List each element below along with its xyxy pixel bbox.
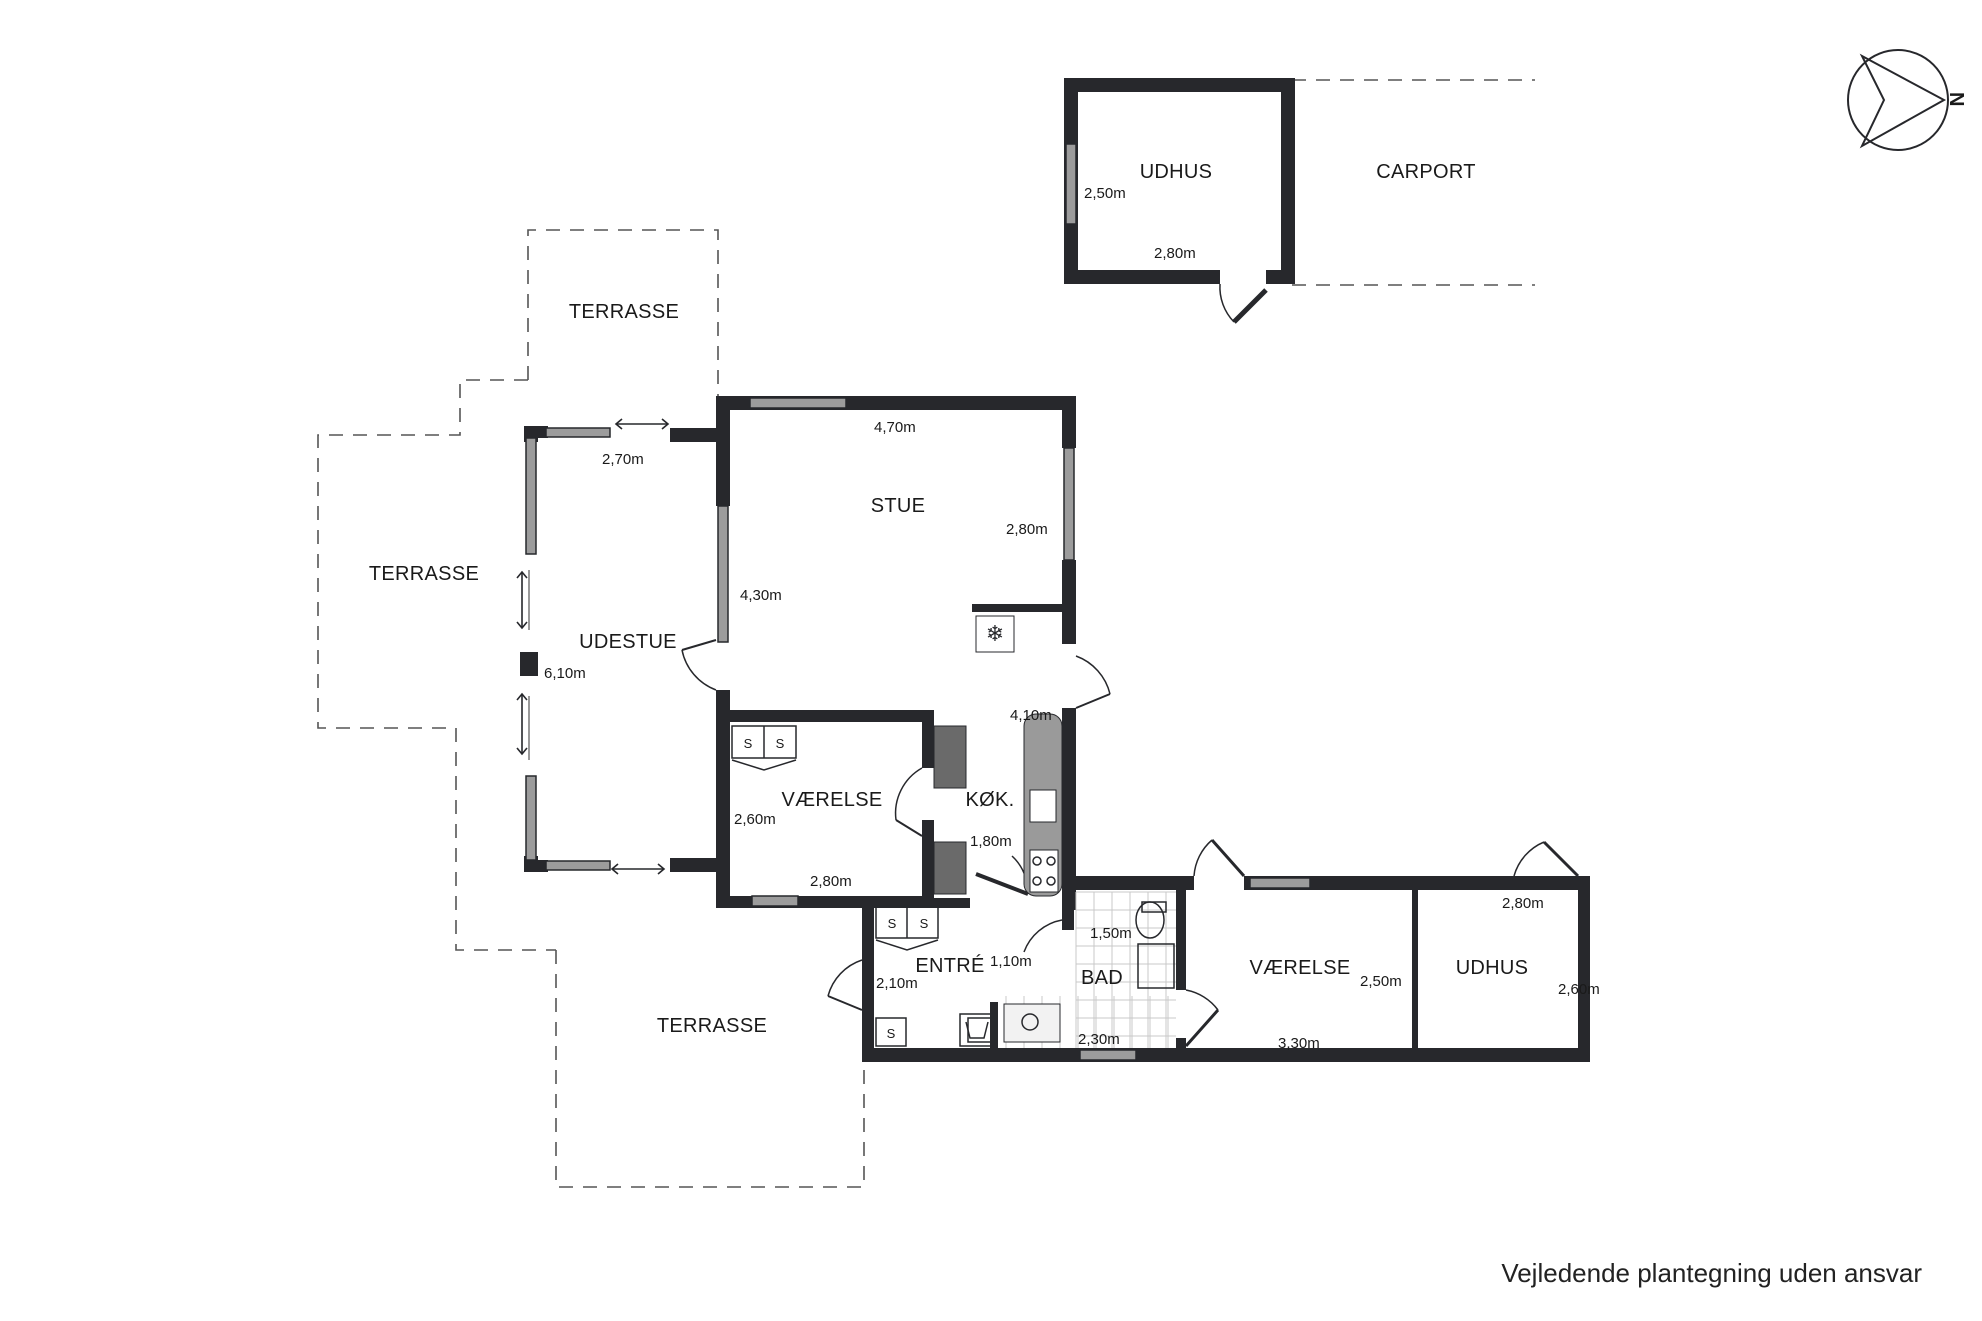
dimension-label: 4,10m: [1010, 707, 1052, 724]
dimension-label: 2,80m: [1006, 521, 1048, 538]
udestue-walls: [520, 426, 720, 872]
room-label-udhus-top: UDHUS: [1140, 161, 1213, 183]
dimension-label: 4,70m: [874, 419, 916, 436]
dimension-label: 3,30m: [1278, 1035, 1320, 1052]
dimension-label: 6,10m: [544, 665, 586, 682]
room-label-carport: CARPORT: [1376, 161, 1476, 183]
disclaimer-caption: Vejledende plantegning uden ansvar: [1501, 1258, 1922, 1288]
closet-label: S: [888, 916, 897, 931]
room-labels: UDHUS CARPORT TERRASSE TERRASSE UDESTUE …: [369, 161, 1528, 1037]
closet-label: S: [887, 1026, 896, 1041]
dimension-label: 2,30m: [1078, 1031, 1120, 1048]
room-label-terrasse-bottom: TERRASSE: [657, 1015, 767, 1037]
dimension-label: 2,60m: [1558, 981, 1600, 998]
dimension-label: 2,80m: [810, 873, 852, 890]
room-label-vaerelse-left: VÆRELSE: [781, 789, 882, 811]
room-label-terrasse-left: TERRASSE: [369, 563, 479, 585]
terrasse-left-outline: [317, 379, 556, 951]
doors: [681, 639, 1580, 1047]
dimension-label: 2,50m: [1360, 973, 1402, 990]
terrasse-bottom-outline: [555, 950, 865, 1188]
dimension-label: 2,80m: [1502, 895, 1544, 912]
dimension-label: 2,60m: [734, 811, 776, 828]
room-label-terrasse-top: TERRASSE: [569, 301, 679, 323]
closet-label: S: [776, 736, 785, 751]
closets: S S S S S: [731, 725, 995, 1047]
dimension-label: 4,30m: [740, 587, 782, 604]
freezer-icon: ❄: [986, 621, 1004, 646]
sliding-door-arrows: [516, 418, 670, 875]
room-label-bad: BAD: [1081, 967, 1123, 989]
main-house-walls: [716, 396, 1590, 1062]
room-label-vaerelse-right: VÆRELSE: [1249, 957, 1350, 979]
bathroom: [967, 891, 1176, 1048]
dimension-label: 2,10m: [876, 975, 918, 992]
closet-label: S: [744, 736, 753, 751]
dimension-label: 2,80m: [1154, 245, 1196, 262]
room-label-entre: ENTRÉ: [915, 954, 984, 977]
north-compass: N: [1847, 49, 1967, 151]
dimension-label: 2,70m: [602, 451, 644, 468]
room-label-kok: KØK.: [966, 789, 1015, 811]
compass-north-label: N: [1945, 92, 1967, 106]
room-label-udestue: UDESTUE: [579, 631, 677, 653]
terrace-outlines: [317, 79, 1535, 1188]
dimension-labels: 2,50m 2,80m 2,70m 6,10m 4,70m 2,80m 4,30…: [544, 185, 1600, 1052]
dimension-label: 1,80m: [970, 833, 1012, 850]
dimension-label: 1,50m: [1090, 925, 1132, 942]
room-label-stue: STUE: [871, 495, 926, 517]
room-label-udhus-right: UDHUS: [1456, 957, 1529, 979]
terrasse-top-outline: [527, 229, 719, 396]
udhus-top-building: [1064, 78, 1295, 324]
dimension-label: 2,50m: [1084, 185, 1126, 202]
carport-outline: [1292, 79, 1535, 286]
closet-label: S: [920, 916, 929, 931]
kitchen-fixtures: ❄: [975, 615, 1063, 897]
dimension-label: 1,10m: [990, 953, 1032, 970]
